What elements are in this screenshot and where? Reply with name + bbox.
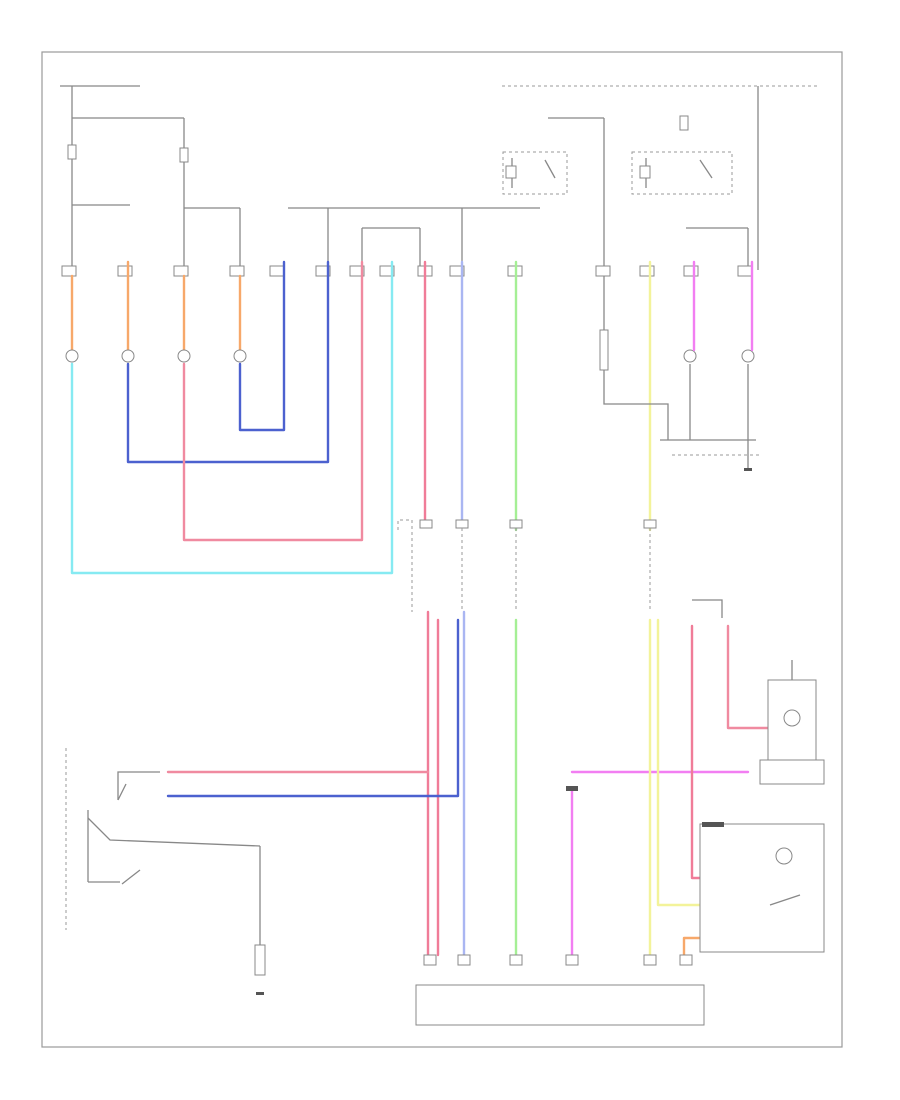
connector-row-mid bbox=[419, 519, 657, 529]
ground-marker-mid bbox=[566, 786, 578, 791]
wire-red-pink-bottom bbox=[166, 610, 440, 957]
wire-blue-left bbox=[126, 260, 330, 464]
bcm-connector-box bbox=[415, 954, 705, 1026]
relay-left bbox=[502, 151, 568, 195]
wire-magenta-top bbox=[692, 260, 754, 352]
right-ground-lines bbox=[599, 276, 760, 471]
lamp-box-right bbox=[692, 599, 825, 785]
lamp-bulbs bbox=[65, 349, 755, 363]
connector-row-top bbox=[61, 265, 753, 277]
power-feed-lines bbox=[60, 85, 820, 270]
relay-right bbox=[631, 151, 733, 195]
wire-magenta-bottom bbox=[570, 624, 770, 957]
mid-gray-splice bbox=[397, 519, 651, 612]
cluster-box bbox=[699, 822, 825, 953]
switch-circuit bbox=[65, 748, 266, 995]
wire-cyan bbox=[70, 260, 394, 575]
wire-blue-inner bbox=[238, 260, 286, 432]
wire-pink-left bbox=[182, 260, 364, 542]
wire-blue-bottom bbox=[166, 610, 466, 957]
fuses bbox=[67, 115, 689, 163]
diagram-border bbox=[41, 51, 843, 1048]
